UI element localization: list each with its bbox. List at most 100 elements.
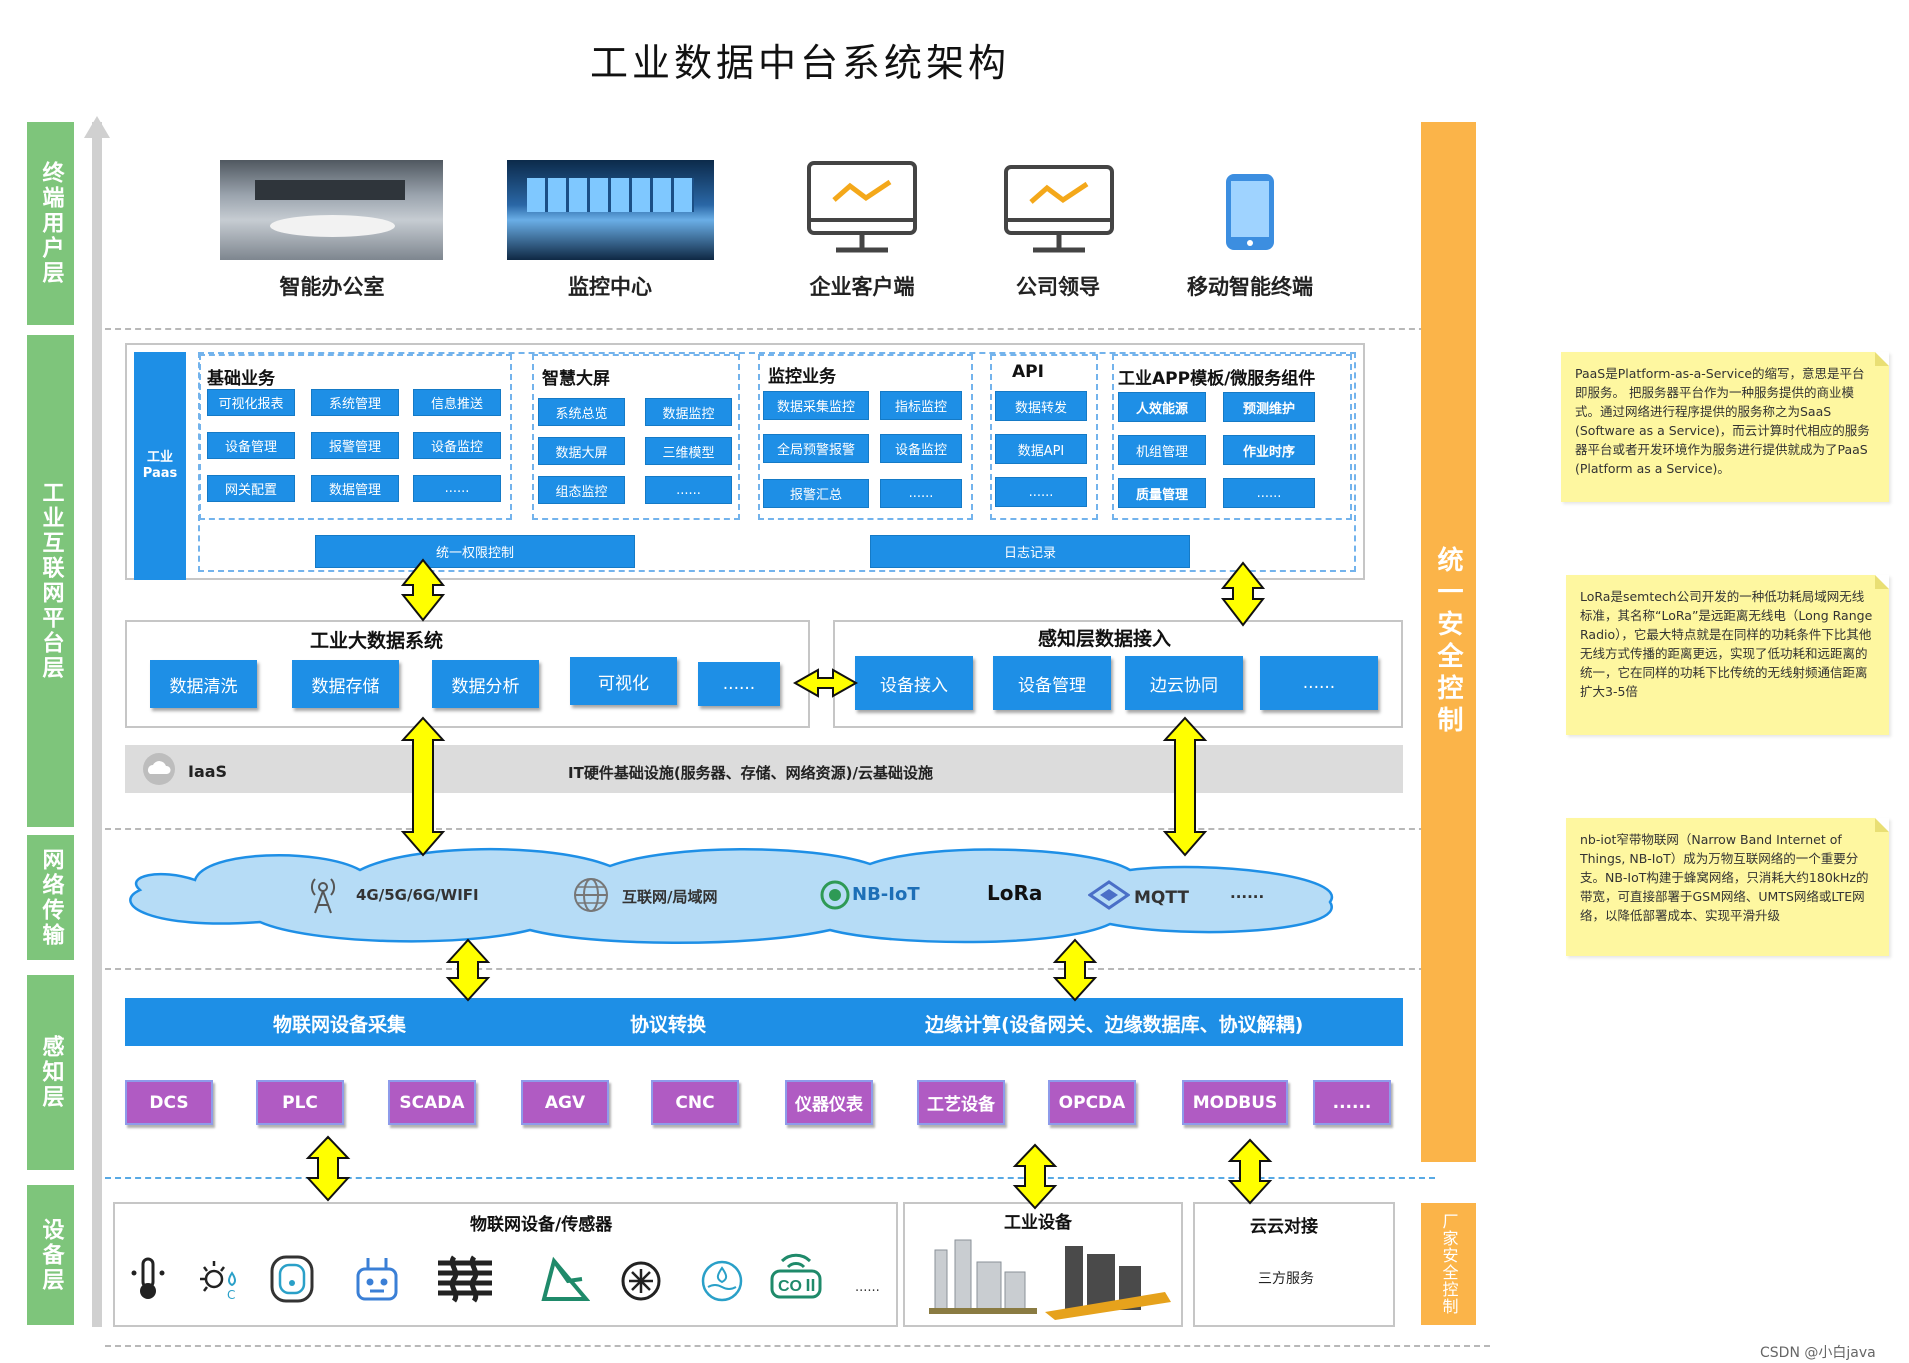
- func-button[interactable]: 设备监控: [413, 432, 501, 459]
- mobile-phone-icon: [1226, 174, 1274, 250]
- layer-sensing: 感知层: [27, 975, 74, 1170]
- gateway-bar: 物联网设备采集 协议转换 边缘计算(设备网关、边缘数据库、协议解耦): [125, 998, 1403, 1046]
- permission-control-button[interactable]: 统一权限控制: [315, 535, 635, 568]
- watermark: CSDN @小白java: [1760, 1345, 1876, 1361]
- page-title: 工业数据中台系统架构: [589, 41, 1010, 85]
- unified-security-control: 统一安全控制: [1421, 122, 1476, 1162]
- double-arrow-icon: [305, 1135, 351, 1202]
- mqtt-icon: [1088, 880, 1130, 910]
- svg-text:C: C: [227, 1288, 235, 1302]
- func-button[interactable]: 指标监控: [880, 391, 962, 420]
- func-button[interactable]: 机组管理: [1118, 435, 1206, 465]
- separator: [105, 1177, 1435, 1179]
- co2-icon: CO: [770, 1253, 822, 1299]
- note-text: nb-iot窄带物联网（Narrow Band Internet of Thin…: [1580, 832, 1869, 923]
- protocol-button[interactable]: OPCDA: [1048, 1080, 1136, 1125]
- func-button[interactable]: 全局预警报警: [763, 434, 869, 463]
- func-button[interactable]: 数据API: [995, 434, 1087, 464]
- protocol-button[interactable]: 仪器仪表: [785, 1080, 873, 1125]
- func-button[interactable]: 作业时序: [1223, 435, 1315, 465]
- func-button[interactable]: 数据转发: [995, 391, 1087, 421]
- sensing-button[interactable]: 设备管理: [993, 656, 1111, 710]
- note-text: PaaS是Platform-as-a-Service的缩写，意思是平台即服务。 …: [1575, 366, 1870, 476]
- axis-arrow-icon: [84, 116, 110, 138]
- func-button[interactable]: ......: [413, 475, 501, 502]
- func-button[interactable]: 数据大屏: [538, 437, 625, 465]
- iaas-desc: IT硬件基础设施(服务器、存储、网络资源)/云基础设施: [568, 764, 934, 782]
- func-button[interactable]: 人效能源: [1118, 392, 1206, 422]
- func-button[interactable]: 报警汇总: [763, 479, 869, 508]
- network-label: MQTT: [1134, 888, 1189, 908]
- protocol-button[interactable]: PLC: [256, 1080, 344, 1125]
- func-button[interactable]: 网关配置: [207, 475, 295, 502]
- func-button[interactable]: 质量管理: [1118, 478, 1206, 508]
- bigdata-button[interactable]: 可视化: [570, 657, 677, 705]
- bigdata-button[interactable]: 数据分析: [432, 660, 539, 708]
- group-basic: [199, 354, 512, 520]
- func-button[interactable]: ......: [645, 476, 732, 504]
- protocol-button[interactable]: CNC: [651, 1080, 739, 1125]
- protocol-button[interactable]: ......: [1313, 1080, 1391, 1125]
- protocol-button[interactable]: DCS: [125, 1080, 213, 1125]
- sensing-button[interactable]: ......: [1260, 656, 1378, 710]
- func-button[interactable]: 组态监控: [538, 476, 625, 504]
- sensing-button[interactable]: 设备接入: [855, 656, 973, 710]
- func-button[interactable]: 报警管理: [311, 432, 399, 459]
- heater-icon: [438, 1255, 492, 1303]
- cloud-service-panel: [1193, 1202, 1395, 1327]
- func-button[interactable]: 数据管理: [311, 475, 399, 502]
- protocol-button[interactable]: 工艺设备: [917, 1080, 1005, 1125]
- sensing-title: 感知层数据接入: [1038, 628, 1172, 650]
- func-button[interactable]: 数据采集监控: [763, 391, 869, 420]
- func-button[interactable]: 信息推送: [413, 389, 501, 416]
- double-arrow-icon: [1227, 1138, 1273, 1205]
- func-button[interactable]: 系统管理: [311, 389, 399, 416]
- protocol-button[interactable]: MODBUS: [1182, 1080, 1288, 1125]
- func-button[interactable]: 设备监控: [880, 434, 962, 463]
- func-button[interactable]: 预测维护: [1223, 392, 1315, 422]
- iot-more: ......: [855, 1280, 880, 1295]
- func-button[interactable]: ......: [1223, 478, 1315, 508]
- bigdata-button[interactable]: 数据清洗: [150, 660, 257, 708]
- group-monitor: [758, 354, 973, 520]
- func-button[interactable]: 系统总览: [538, 398, 625, 426]
- group-bigscreen: [532, 354, 740, 520]
- protocol-button[interactable]: SCADA: [388, 1080, 476, 1125]
- group-title: 基础业务: [207, 369, 275, 389]
- bigdata-title: 工业大数据系统: [310, 630, 444, 652]
- sensing-button[interactable]: 边云协同: [1125, 656, 1243, 710]
- network-label: LoRa: [987, 881, 1043, 905]
- func-button[interactable]: 数据监控: [645, 398, 732, 426]
- bigdata-button[interactable]: ......: [698, 662, 780, 706]
- slope-icon: [541, 1256, 590, 1301]
- layer-network: 网络传输: [27, 835, 74, 960]
- layer-device: 设备层: [27, 1185, 74, 1325]
- network-label: 互联网/局域网: [622, 888, 718, 906]
- monitor-center-image: [507, 160, 714, 260]
- terminal-label: 智能办公室: [279, 275, 385, 299]
- iot-device-title: 物联网设备/传感器: [470, 1215, 613, 1235]
- func-button[interactable]: ......: [995, 477, 1087, 507]
- group-title: 智慧大屏: [542, 369, 610, 389]
- nbiot-note: nb-iot窄带物联网（Narrow Band Internet of Thin…: [1566, 818, 1889, 956]
- log-record-button[interactable]: 日志记录: [870, 535, 1190, 568]
- paas-note: PaaS是Platform-as-a-Service的缩写，意思是平台即服务。 …: [1561, 352, 1889, 502]
- bigdata-button[interactable]: 数据存储: [292, 660, 399, 708]
- antenna-icon: [311, 878, 335, 914]
- group-title: 监控业务: [768, 367, 836, 387]
- func-button[interactable]: 可视化报表: [207, 389, 295, 416]
- protocol-button[interactable]: AGV: [521, 1080, 609, 1125]
- cloud-service-title: 云云对接: [1250, 1217, 1318, 1237]
- thermometer-icon: [131, 1257, 165, 1299]
- func-button[interactable]: 三维模型: [645, 437, 732, 465]
- func-button[interactable]: 设备管理: [207, 432, 295, 459]
- robot-icon: [356, 1258, 398, 1301]
- terminal-label: 公司领导: [1016, 275, 1100, 299]
- func-button[interactable]: ......: [880, 479, 962, 508]
- iaas-label: IaaS: [188, 762, 228, 781]
- group-title: API: [1012, 362, 1044, 382]
- separator: [105, 968, 1435, 970]
- water-icon: [701, 1260, 743, 1302]
- terminal-label: 监控中心: [568, 275, 652, 299]
- network-label: NB-IoT: [852, 884, 920, 905]
